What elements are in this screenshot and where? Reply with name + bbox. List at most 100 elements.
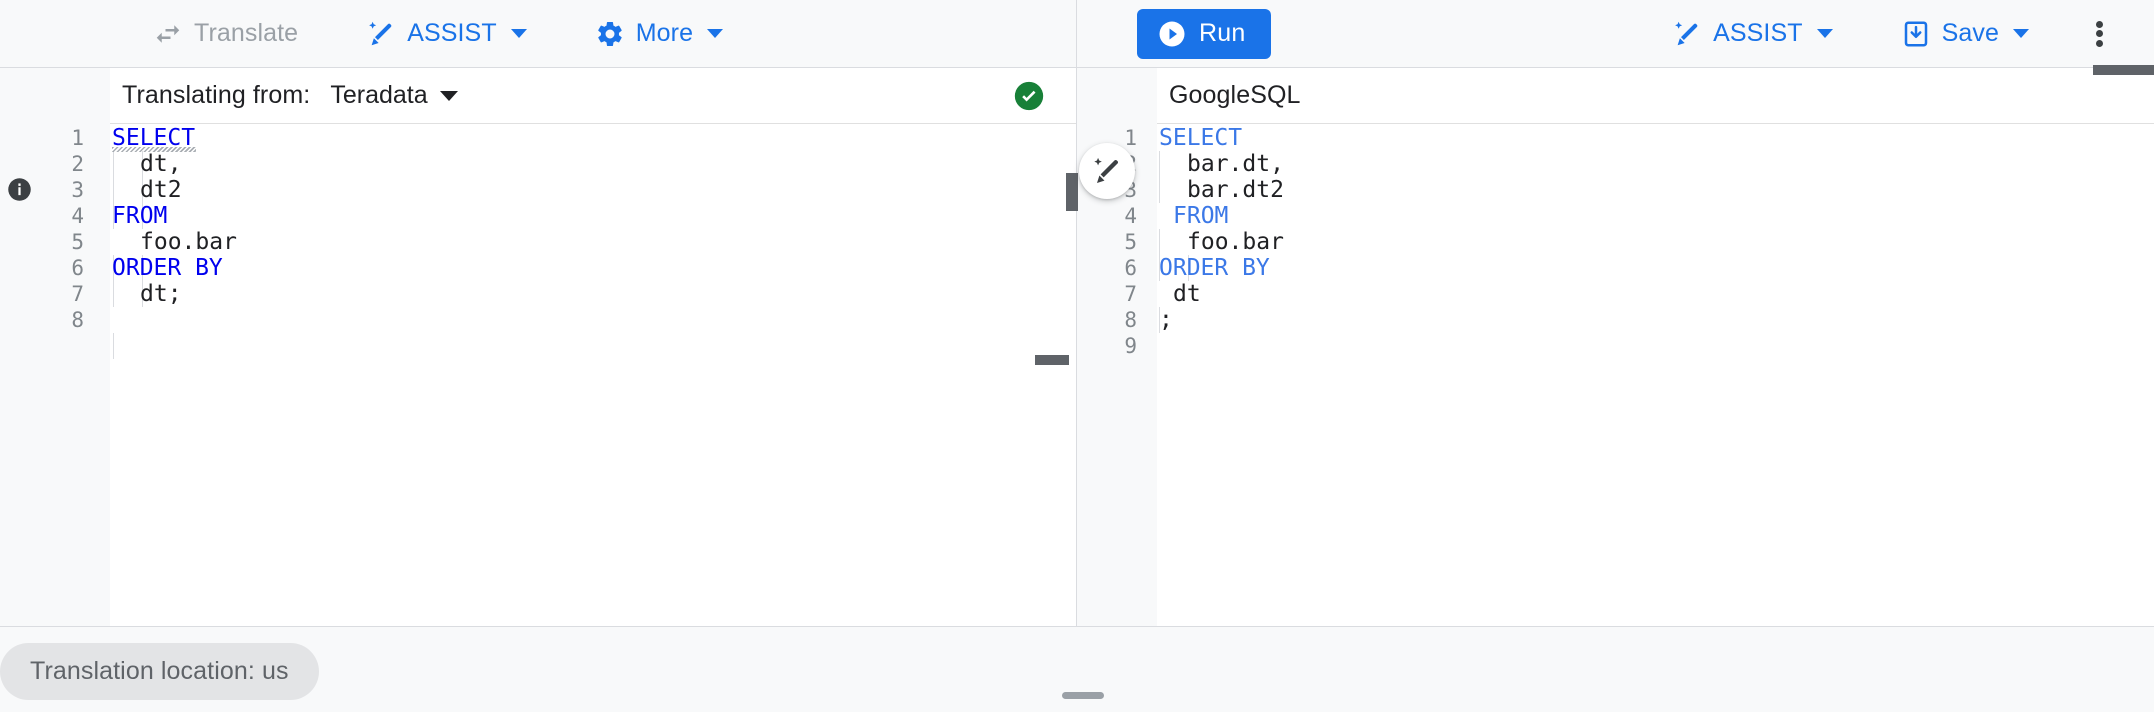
- line-number: 4: [71, 204, 84, 228]
- indent-guide: [113, 333, 114, 359]
- code-line: 4 FROM: [1077, 203, 2154, 229]
- code-text: bar.dt,: [1187, 151, 1284, 177]
- translation-location-chip: Translation location: us: [0, 643, 319, 700]
- code-line: 7 dt: [1077, 281, 2154, 307]
- chevron-down-icon: [707, 29, 724, 38]
- code-line: 9: [1077, 333, 2154, 359]
- code-text: SELECT: [112, 125, 196, 152]
- code-line: 8: [0, 307, 1076, 333]
- resize-handle[interactable]: [1062, 692, 1104, 699]
- vertical-scrollbar-thumb[interactable]: [1066, 173, 1078, 211]
- check-circle-icon: [1012, 79, 1046, 113]
- code-text: dt: [1173, 281, 1201, 307]
- target-dialect-label: GoogleSQL: [1169, 81, 1301, 109]
- code-text: bar.dt2: [1187, 177, 1284, 203]
- code-line: 5 foo.bar: [1077, 229, 2154, 255]
- chevron-down-icon: [2013, 29, 2029, 38]
- code-text: ORDER BY: [112, 255, 223, 281]
- editor-panes: Translating from: Teradata: [0, 65, 2154, 626]
- horizontal-scrollbar-left[interactable]: [1035, 355, 1069, 365]
- toolbar-left-section: Translate ASSIST: [0, 0, 1077, 68]
- run-label: Run: [1199, 19, 1246, 47]
- play-circle-icon: [1157, 19, 1187, 49]
- translate-button[interactable]: Translate: [140, 11, 311, 57]
- left-gutter-background: [0, 68, 110, 626]
- assist-button-left[interactable]: ASSIST: [353, 11, 540, 57]
- line-number: 3: [71, 178, 84, 202]
- chevron-down-icon: [439, 90, 458, 101]
- magic-wand-icon: [1672, 19, 1702, 49]
- code-text: ;: [1159, 307, 1173, 333]
- line-number: 6: [1124, 256, 1137, 280]
- code-line: 7 dt;: [0, 281, 1076, 307]
- source-dialect-dropdown[interactable]: Teradata: [324, 77, 463, 114]
- code-line: 4 FROM: [0, 203, 1076, 229]
- indent-guide: [113, 151, 114, 229]
- code-line: 2bar.dt,: [1077, 151, 2154, 177]
- magic-wand-icon: [366, 19, 396, 49]
- assist-label-right: ASSIST: [1713, 19, 1803, 47]
- target-code-lines: 1SELECT2bar.dt,3bar.dt24FROM5foo.bar6ORD…: [1077, 125, 2154, 359]
- indent-guide: [1188, 255, 1189, 281]
- code-line: 8;: [1077, 307, 2154, 333]
- more-vert-icon[interactable]: [2072, 7, 2126, 61]
- line-number: 9: [1124, 334, 1137, 358]
- line-number: 7: [1124, 282, 1137, 306]
- code-text: dt;: [140, 281, 182, 307]
- toolbar-right-section: Run ASSIST: [1077, 0, 2154, 68]
- source-dialect-value: Teradata: [330, 81, 428, 109]
- bottom-status-bar: Translation location: us: [0, 626, 2154, 712]
- code-text: SELECT: [1159, 125, 1243, 151]
- assist-button-right[interactable]: ASSIST: [1659, 11, 1846, 57]
- run-button[interactable]: Run: [1137, 8, 1272, 59]
- target-sql-pane: GoogleSQL 1SELECT2bar.dt,3bar.dt24FROM5f…: [1077, 65, 2154, 626]
- top-toolbar: Translate ASSIST: [0, 0, 2154, 68]
- more-button[interactable]: More: [582, 11, 736, 57]
- indent-guide: [1159, 151, 1160, 203]
- code-text: foo.bar: [1187, 229, 1284, 255]
- indent-guide: [113, 255, 114, 307]
- indent-guide: [142, 151, 143, 229]
- code-line: 6 ORDER BY: [0, 255, 1076, 281]
- line-number: 1: [1124, 126, 1137, 150]
- save-button[interactable]: Save: [1888, 11, 2042, 57]
- line-number: 6: [71, 256, 84, 280]
- target-pane-header: GoogleSQL: [1157, 68, 2154, 124]
- assist-label-left: ASSIST: [407, 19, 497, 47]
- error-squiggle: [112, 147, 196, 152]
- translating-from-label: Translating from:: [122, 81, 311, 109]
- magic-wand-edit-icon[interactable]: [1079, 143, 1135, 199]
- line-number: 1: [71, 126, 84, 150]
- line-number: 7: [71, 282, 84, 306]
- line-number: 5: [71, 230, 84, 254]
- line-number: 5: [1124, 230, 1137, 254]
- indent-guide: [1159, 307, 1160, 333]
- translate-label: Translate: [194, 19, 299, 47]
- target-code-editor[interactable]: 1SELECT2bar.dt,3bar.dt24FROM5foo.bar6ORD…: [1077, 125, 2154, 626]
- code-line: 1 SELECT: [0, 125, 1076, 152]
- horizontal-scrollbar-right[interactable]: [2093, 65, 2154, 75]
- chevron-down-icon: [1816, 29, 1833, 38]
- source-pane-header: Translating from: Teradata: [110, 68, 1076, 124]
- code-text: dt,: [140, 151, 182, 177]
- save-disk-icon: [1901, 19, 1931, 49]
- code-text: FROM: [1173, 203, 1229, 229]
- indent-guide: [1159, 229, 1160, 281]
- code-text: foo.bar: [140, 229, 237, 255]
- line-number: 2: [71, 152, 84, 176]
- save-label: Save: [1941, 19, 1999, 47]
- code-text: FROM: [112, 203, 168, 229]
- line-number: 4: [1124, 204, 1137, 228]
- source-sql-pane: Translating from: Teradata: [0, 68, 1077, 626]
- code-line: 1 SELECT: [1077, 125, 2154, 151]
- line-number: 8: [71, 308, 84, 332]
- info-icon[interactable]: [6, 176, 33, 208]
- line-number: 8: [1124, 308, 1137, 332]
- code-line: 2 dt,: [0, 151, 1076, 177]
- indent-guide: [142, 255, 143, 307]
